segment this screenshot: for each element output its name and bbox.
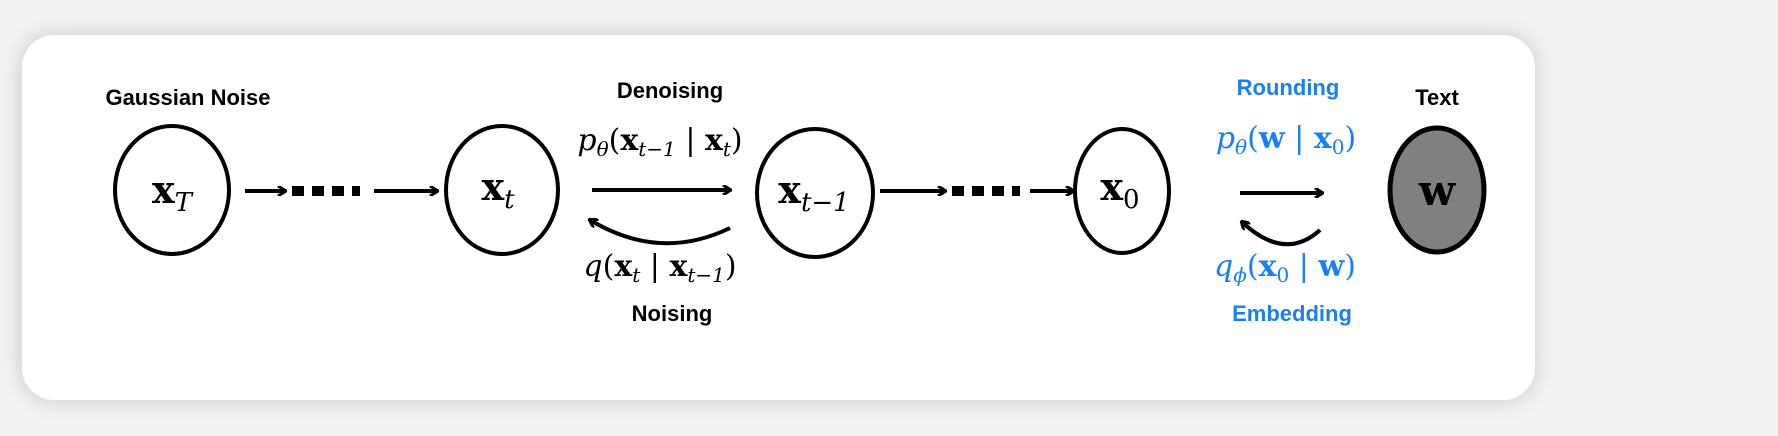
node-x0: x0 — [1073, 127, 1171, 255]
text-label: Text — [1415, 85, 1459, 110]
node-xt: xt — [444, 124, 560, 256]
denoising-label: Denoising — [617, 78, 723, 103]
node-w: w — [1387, 125, 1487, 255]
rounding-formula: pθ(w | x0) — [1216, 121, 1356, 159]
svg-text:xt−1: xt−1 — [778, 167, 849, 218]
svg-text:xt: xt — [481, 164, 515, 215]
denoise-formula: pθ(xt−1 | xt) — [577, 123, 742, 161]
svg-text:w: w — [1418, 166, 1456, 215]
noise-formula: q(xt | xt−1) — [583, 249, 736, 287]
embedding-formula: qϕ(x0 | w) — [1214, 249, 1356, 287]
gaussian-noise-label: Gaussian Noise — [105, 85, 270, 110]
svg-text:x0: x0 — [1100, 164, 1139, 215]
node-xt-minus-1: xt−1 — [755, 127, 875, 259]
noising-label: Noising — [632, 301, 713, 326]
embedding-label: Embedding — [1232, 301, 1352, 326]
node-xT: xT — [113, 124, 231, 256]
noise-arrow — [590, 220, 731, 246]
embedding-arrow — [1242, 222, 1322, 247]
rounding-label: Rounding — [1237, 75, 1340, 100]
svg-text:xT: xT — [152, 167, 194, 218]
